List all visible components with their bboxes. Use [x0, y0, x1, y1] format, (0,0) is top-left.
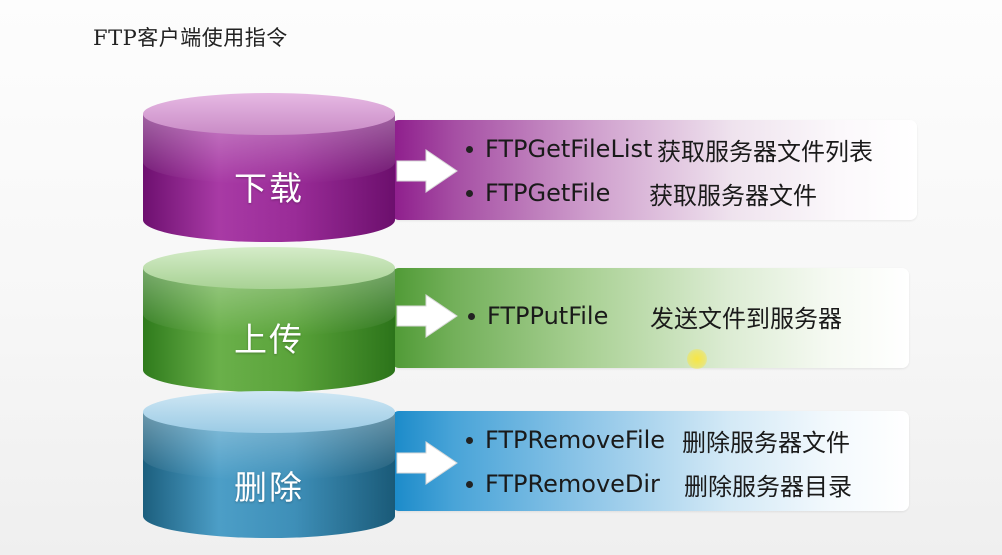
command-description: 删除服务器文件	[682, 428, 850, 457]
remove-label: 删除	[234, 468, 304, 507]
right-arrow-icon	[396, 441, 458, 485]
upload-panel	[392, 268, 909, 368]
bullet-icon	[466, 436, 473, 444]
right-arrow-icon	[396, 294, 458, 338]
command-name: FTPRemoveFile	[485, 426, 666, 454]
download-panel	[392, 120, 917, 220]
bullet-icon	[466, 480, 473, 488]
command-name: FTPPutFile	[487, 302, 609, 330]
bullet-icon	[466, 189, 473, 197]
list-item: FTPGetFileList 获取服务器文件列表	[466, 127, 873, 171]
list-item: FTPRemoveDir 删除服务器目录	[466, 462, 852, 506]
command-description: 删除服务器目录	[684, 472, 852, 501]
download-cylinder	[143, 93, 395, 242]
command-description: 获取服务器文件	[649, 181, 817, 210]
command-name: FTPGetFile	[485, 179, 611, 207]
command-name: FTPRemoveDir	[485, 470, 660, 498]
command-description: 获取服务器文件列表	[657, 137, 873, 166]
command-description: 发送文件到服务器	[650, 304, 842, 333]
pointer-highlight	[687, 349, 707, 369]
list-item: FTPGetFile 获取服务器文件	[466, 171, 873, 215]
upload-command-list: FTPPutFile 发送文件到服务器	[468, 294, 842, 338]
download-label: 下载	[234, 169, 304, 208]
upload-cylinder	[143, 247, 395, 392]
upload-label: 上传	[234, 320, 304, 359]
list-item: FTPRemoveFile 删除服务器文件	[466, 418, 852, 462]
download-command-list: FTPGetFileList 获取服务器文件列表 FTPGetFile 获取服务…	[466, 127, 873, 215]
remove-cylinder	[143, 391, 395, 538]
remove-command-list: FTPRemoveFile 删除服务器文件 FTPRemoveDir 删除服务器…	[466, 418, 852, 506]
bullet-icon	[468, 312, 475, 320]
command-name: FTPGetFileList	[485, 135, 653, 163]
bullet-icon	[466, 145, 473, 153]
list-item: FTPPutFile 发送文件到服务器	[468, 294, 842, 338]
slide-title: FTP客户端使用指令	[93, 26, 288, 50]
right-arrow-icon	[396, 149, 458, 193]
remove-panel	[392, 411, 909, 511]
